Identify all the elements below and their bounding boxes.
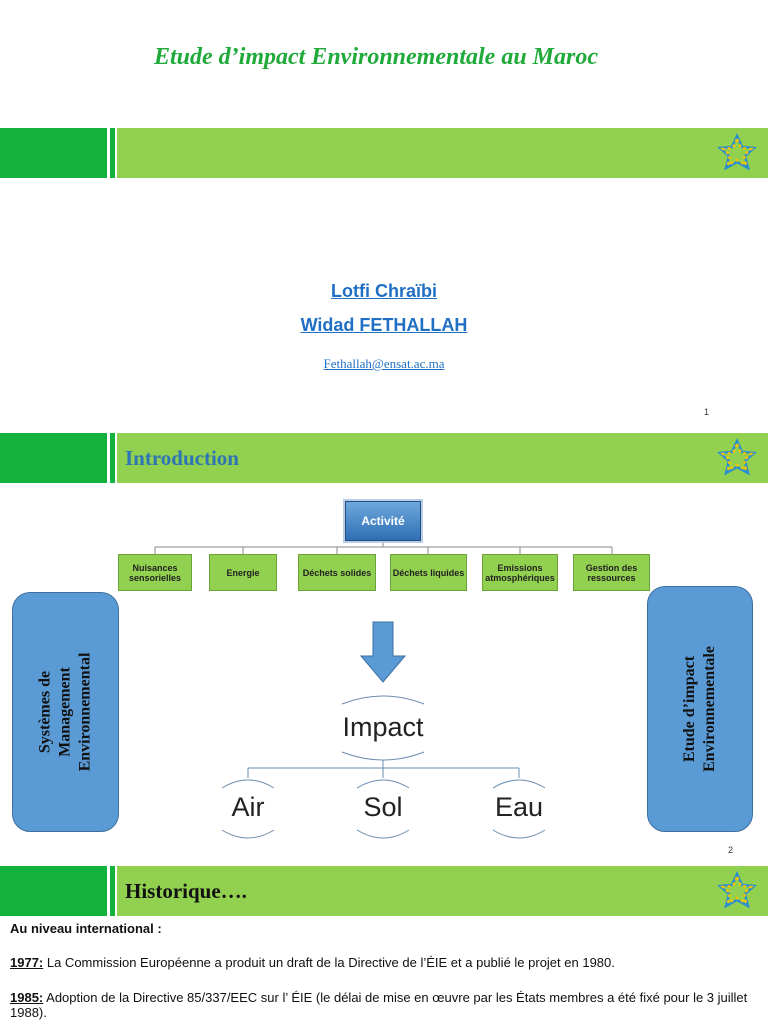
history-entry: 1977: La Commission Européenne a produit…: [10, 955, 758, 970]
history-subheading: Au niveau international :: [10, 921, 162, 936]
impact-child-sol: Sol: [363, 792, 403, 822]
slide3-header-bar: Historique….: [0, 866, 768, 916]
impact-label: Impact: [342, 712, 424, 742]
star-logo-icon: [716, 438, 758, 476]
history-year: 1977:: [10, 955, 44, 970]
slide-heading: Introduction: [125, 445, 239, 470]
category-node[interactable]: Energie: [209, 554, 277, 591]
page-number: 1: [704, 407, 710, 417]
down-arrow-icon: [359, 621, 407, 683]
activity-node[interactable]: Activité: [345, 501, 421, 541]
impact-child-air: Air: [231, 792, 265, 822]
category-node[interactable]: Déchets liquides: [390, 554, 467, 591]
author-name[interactable]: Lotfi Chraïbi: [331, 281, 437, 301]
category-node[interactable]: Gestion des ressources: [573, 554, 650, 591]
star-logo-icon: [716, 871, 758, 909]
slide2-header-bar: Introduction: [0, 433, 768, 483]
history-text: Adoption de la Directive 85/337/EEC sur …: [10, 990, 748, 1020]
history-entry: 1985: Adoption de la Directive 85/337/EE…: [10, 990, 758, 1020]
category-node[interactable]: Déchets solides: [298, 554, 376, 591]
eie-box-label: Etude d’impact Environnementale: [681, 646, 719, 772]
page-number: 2: [728, 845, 734, 855]
eie-box[interactable]: Etude d’impact Environnementale: [647, 586, 753, 832]
sme-box-label: Systèmes de Management Environnemental: [36, 652, 94, 772]
history-year: 1985:: [10, 990, 44, 1005]
author-email-link[interactable]: Fethallah@ensat.ac.ma: [323, 356, 445, 371]
category-node[interactable]: Nuisances sensorielles: [118, 554, 192, 591]
slide-heading: Historique….: [125, 878, 247, 903]
slide1-header-bar: [0, 128, 768, 178]
sme-box[interactable]: Systèmes de Management Environnemental: [12, 592, 119, 832]
author-name[interactable]: Widad FETHALLAH: [300, 315, 468, 335]
history-text: La Commission Européenne a produit un dr…: [43, 955, 615, 970]
impact-child-eau: Eau: [494, 792, 544, 822]
document-title: Etude d’impact Environnementale au Maroc: [153, 44, 599, 70]
star-logo-icon: [716, 133, 758, 171]
category-node[interactable]: Emissions atmosphériques: [482, 554, 558, 591]
